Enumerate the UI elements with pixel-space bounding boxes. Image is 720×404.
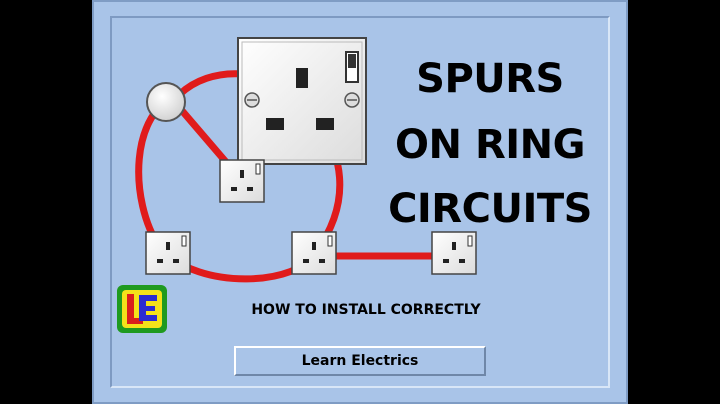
slide-inner-frame [110, 16, 610, 388]
ceiling-rose-icon [146, 82, 186, 122]
title-line-3: CIRCUITS [388, 186, 592, 232]
spur-end-socket-icon [431, 231, 477, 275]
title-line-1: SPURS [416, 56, 564, 102]
brand-name-box: Learn Electrics [234, 346, 486, 376]
large-socket-icon [237, 37, 367, 165]
brand-name: Learn Electrics [301, 353, 419, 369]
title-line-2: ON RING [395, 122, 585, 168]
subtitle: HOW TO INSTALL CORRECTLY [251, 302, 481, 318]
spur-socket-icon [219, 159, 265, 203]
ring-socket-left-icon [145, 231, 191, 275]
ring-socket-right-icon [291, 231, 337, 275]
logo-icon [117, 285, 167, 333]
